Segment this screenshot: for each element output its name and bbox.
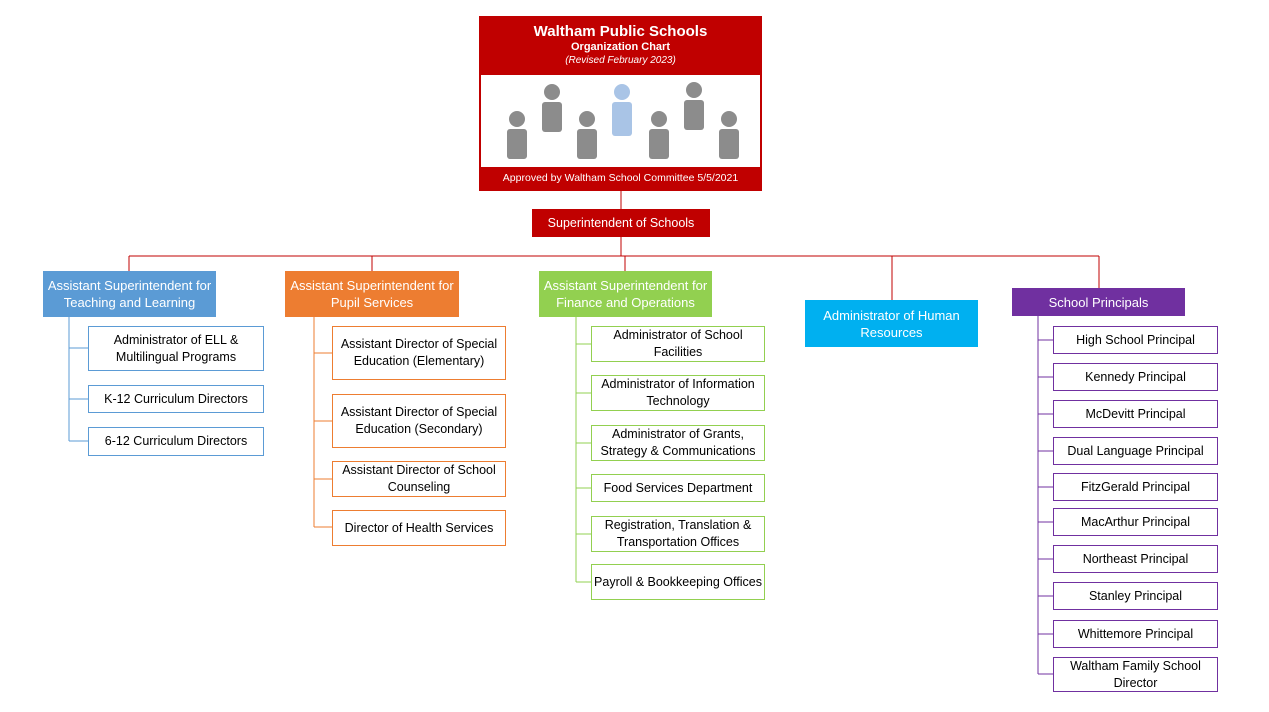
pupil-child-box: Assistant Director of School Counseling — [332, 461, 506, 497]
principal-box: Stanley Principal — [1053, 582, 1218, 610]
pupil-child-box: Assistant Director of Special Education … — [332, 394, 506, 448]
header-subtitle: Organization Chart — [570, 41, 670, 53]
finance-child-box: Administrator of Information Technology — [591, 375, 765, 411]
asst-supt-finance-box: Assistant Superintendent for Finance and… — [539, 271, 712, 317]
header-title: Waltham Public Schools — [533, 23, 708, 40]
hr-admin-box: Administrator of Human Resources — [805, 300, 978, 347]
principal-box: Whittemore Principal — [1053, 620, 1218, 648]
teaching-child-box: 6-12 Curriculum Directors — [88, 427, 264, 456]
principal-box: Waltham Family School Director — [1053, 657, 1218, 692]
pupil-child-box: Assistant Director of Special Education … — [332, 326, 506, 380]
people-icon — [507, 82, 739, 159]
principal-box: MacArthur Principal — [1053, 508, 1218, 536]
principal-box: FitzGerald Principal — [1053, 473, 1218, 501]
teaching-child-box: Administrator of ELL & Multilingual Prog… — [88, 326, 264, 371]
header-banner: Waltham Public Schools Organization Char… — [481, 18, 760, 75]
asst-supt-teaching-box: Assistant Superintendent for Teaching an… — [43, 271, 216, 317]
superintendent-box: Superintendent of Schools — [532, 209, 710, 237]
finance-child-box: Administrator of Grants, Strategy & Comm… — [591, 425, 765, 461]
header-approved: Approved by Waltham School Committee 5/5… — [481, 167, 760, 189]
pupil-child-box: Director of Health Services — [332, 510, 506, 546]
teaching-child-box: K-12 Curriculum Directors — [88, 385, 264, 413]
principal-box: Kennedy Principal — [1053, 363, 1218, 391]
school-principals-box: School Principals — [1012, 288, 1185, 316]
principal-box: McDevitt Principal — [1053, 400, 1218, 428]
org-chart-header: Waltham Public Schools Organization Char… — [479, 16, 762, 191]
finance-child-box: Registration, Translation & Transportati… — [591, 516, 765, 552]
finance-child-box: Food Services Department — [591, 474, 765, 502]
header-revised: (Revised February 2023) — [565, 55, 676, 66]
principal-box: Dual Language Principal — [1053, 437, 1218, 465]
finance-child-box: Administrator of School Facilities — [591, 326, 765, 362]
asst-supt-pupil-box: Assistant Superintendent for Pupil Servi… — [285, 271, 459, 317]
principal-box: High School Principal — [1053, 326, 1218, 354]
finance-child-box: Payroll & Bookkeeping Offices — [591, 564, 765, 600]
principal-box: Northeast Principal — [1053, 545, 1218, 573]
